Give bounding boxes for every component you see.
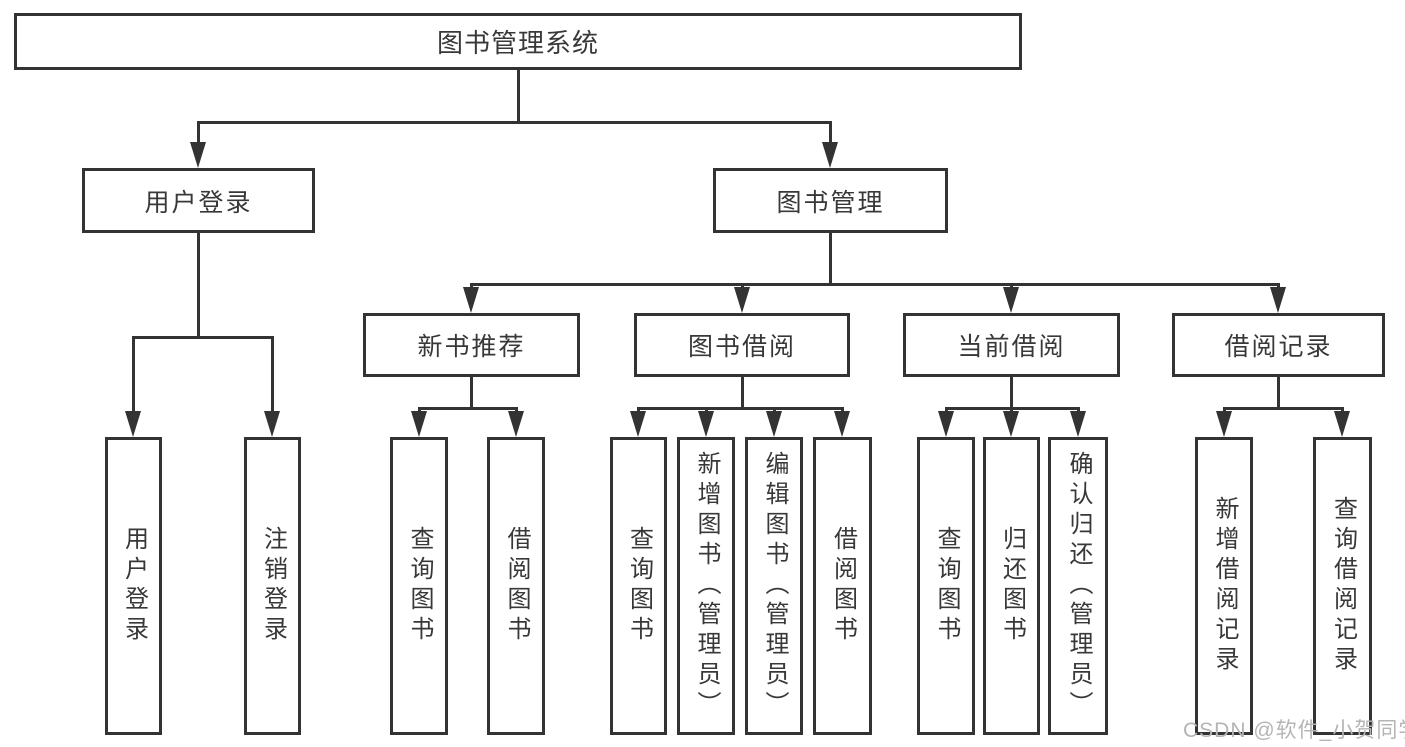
node-borrow-records: 借阅记录 bbox=[1172, 313, 1385, 377]
arrowhead bbox=[734, 287, 750, 313]
leaf-newrec-borrow-books: 借阅图书 bbox=[487, 437, 545, 735]
connector-drop bbox=[271, 336, 274, 431]
leaf-newrec-query-books: 查询图书 bbox=[390, 437, 448, 735]
leaf-user-login: 用户登录 bbox=[105, 437, 162, 735]
leaf-user-login-label: 用户登录 bbox=[120, 526, 148, 646]
node-current-borrow: 当前借阅 bbox=[903, 313, 1120, 377]
arrowhead bbox=[1334, 411, 1350, 437]
node-new-book-recommend: 新书推荐 bbox=[363, 313, 580, 377]
node-book-borrow: 图书借阅 bbox=[634, 313, 850, 377]
arrowhead bbox=[1216, 411, 1232, 437]
connector-drop bbox=[197, 121, 200, 162]
leaf-borrow-borrow-books-label: 借阅图书 bbox=[829, 526, 857, 646]
connector-newrec-branch bbox=[418, 407, 518, 410]
leaf-records-query-record-label: 查询借阅记录 bbox=[1329, 496, 1357, 676]
leaf-current-confirm-return-admin-label: 确认归还（管理员） bbox=[1065, 451, 1092, 721]
leaf-logout-label: 注销登录 bbox=[259, 526, 287, 646]
arrowhead bbox=[1070, 411, 1086, 437]
arrowhead bbox=[1003, 287, 1019, 313]
leaf-current-return-books-label: 归还图书 bbox=[998, 526, 1026, 646]
connector-bookborrow-stub bbox=[741, 377, 744, 410]
arrowhead bbox=[1003, 411, 1019, 437]
connector-bookmgmt-stub bbox=[829, 233, 832, 286]
arrowhead bbox=[1270, 287, 1286, 313]
arrowhead bbox=[508, 411, 524, 437]
connector-newrec-stub bbox=[470, 377, 473, 410]
leaf-borrow-add-books-admin: 新增图书（管理员） bbox=[677, 437, 735, 735]
arrowhead bbox=[834, 411, 850, 437]
leaf-logout: 注销登录 bbox=[244, 437, 301, 735]
leaf-borrow-query-books-label: 查询图书 bbox=[625, 526, 653, 646]
connector-bookborrow-branch bbox=[637, 407, 844, 410]
node-new-book-recommend-label: 新书推荐 bbox=[417, 333, 526, 361]
node-book-management-label: 图书管理 bbox=[776, 188, 885, 217]
watermark: CSDN @软件_小贺同学 bbox=[1183, 719, 1405, 742]
leaf-newrec-query-books-label: 查询图书 bbox=[406, 526, 433, 646]
connector-userlogin-branch bbox=[132, 336, 273, 339]
node-book-borrow-label: 图书借阅 bbox=[687, 333, 796, 361]
arrowhead bbox=[411, 411, 427, 437]
node-root-label: 图书管理系统 bbox=[436, 28, 599, 58]
leaf-borrow-edit-books-admin: 编辑图书（管理员） bbox=[745, 437, 803, 735]
node-current-borrow-label: 当前借阅 bbox=[957, 333, 1066, 361]
leaf-current-return-books: 归还图书 bbox=[983, 437, 1040, 735]
leaf-borrow-borrow-books: 借阅图书 bbox=[813, 437, 872, 735]
connector-records-branch bbox=[1223, 407, 1344, 410]
arrowhead bbox=[463, 287, 479, 313]
node-user-login: 用户登录 bbox=[82, 168, 315, 233]
leaf-current-query-books-label: 查询图书 bbox=[933, 526, 960, 646]
node-root: 图书管理系统 bbox=[14, 13, 1022, 70]
connector-drop bbox=[829, 121, 832, 162]
leaf-borrow-add-books-admin-label: 新增图书（管理员） bbox=[693, 451, 720, 721]
leaf-borrow-query-books: 查询图书 bbox=[610, 437, 667, 735]
arrowhead bbox=[125, 411, 141, 437]
node-user-login-label: 用户登录 bbox=[144, 188, 253, 217]
leaf-current-confirm-return-admin: 确认归还（管理员） bbox=[1048, 437, 1108, 735]
leaf-records-add-record: 新增借阅记录 bbox=[1195, 437, 1253, 735]
arrowhead bbox=[766, 411, 782, 437]
arrowhead bbox=[698, 411, 714, 437]
node-book-management: 图书管理 bbox=[713, 168, 948, 233]
connector-userlogin-stub bbox=[197, 233, 200, 339]
node-borrow-records-label: 借阅记录 bbox=[1224, 333, 1333, 361]
leaf-borrow-edit-books-admin-label: 编辑图书（管理员） bbox=[761, 451, 788, 721]
arrowhead bbox=[190, 142, 206, 168]
leaf-current-query-books: 查询图书 bbox=[917, 437, 975, 735]
arrowhead bbox=[938, 411, 954, 437]
connector-records-stub bbox=[1277, 377, 1280, 410]
connector-root-branch bbox=[197, 121, 831, 124]
connector-currentborrow-stub bbox=[1010, 377, 1013, 410]
leaf-newrec-borrow-books-label: 借阅图书 bbox=[503, 526, 530, 646]
arrowhead bbox=[264, 411, 280, 437]
leaf-records-query-record: 查询借阅记录 bbox=[1313, 437, 1372, 735]
connector-root-stub bbox=[517, 70, 520, 124]
arrowhead bbox=[630, 411, 646, 437]
connector-bookmgmt-branch bbox=[470, 283, 1280, 286]
leaf-records-add-record-label: 新增借阅记录 bbox=[1211, 496, 1238, 676]
connector-drop bbox=[132, 336, 135, 431]
arrowhead bbox=[822, 142, 838, 168]
